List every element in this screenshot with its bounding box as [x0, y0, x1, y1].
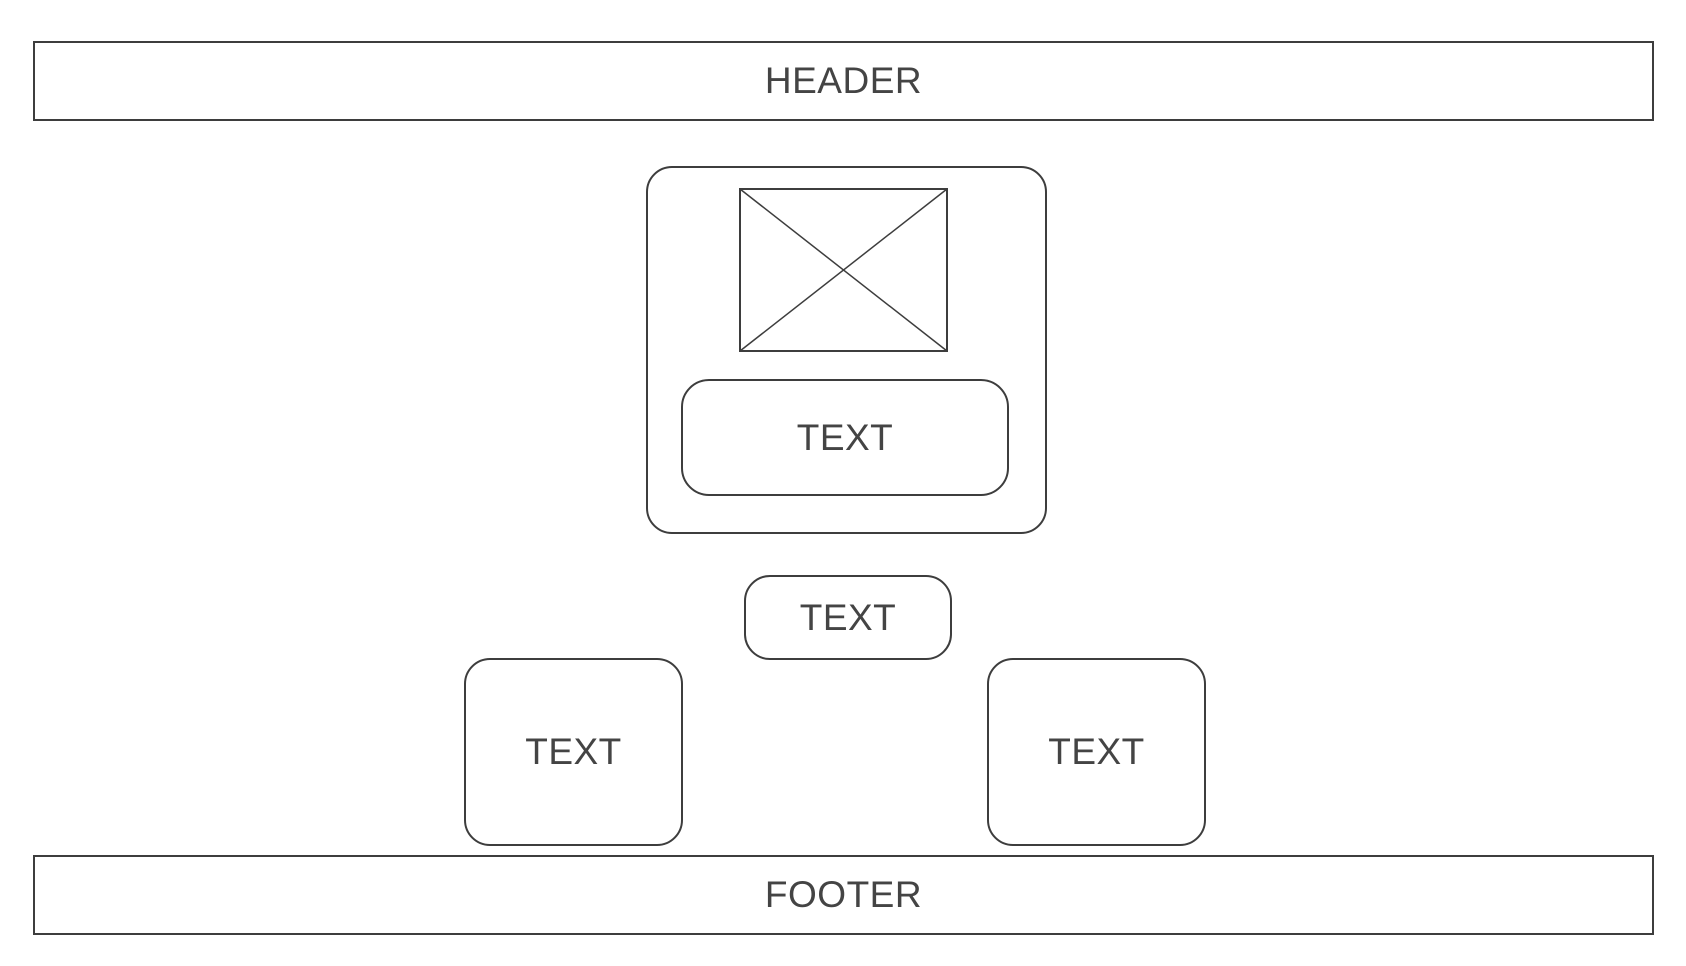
- card-text-box: TEXT: [681, 379, 1009, 496]
- footer-label: FOOTER: [764, 874, 923, 915]
- left-text-label: TEXT: [525, 731, 622, 772]
- center-text-box: TEXT: [744, 575, 952, 660]
- right-text-box: TEXT: [987, 658, 1206, 846]
- center-text-label: TEXT: [799, 596, 897, 638]
- header-label: HEADER: [764, 60, 923, 101]
- header-bar: HEADER: [33, 41, 1654, 121]
- right-text-label: TEXT: [1048, 731, 1145, 772]
- content-card: [646, 166, 1047, 534]
- card-text-label: TEXT: [796, 416, 894, 458]
- image-placeholder-icon: [739, 188, 948, 352]
- footer-bar: FOOTER: [33, 855, 1654, 935]
- left-text-box: TEXT: [464, 658, 683, 846]
